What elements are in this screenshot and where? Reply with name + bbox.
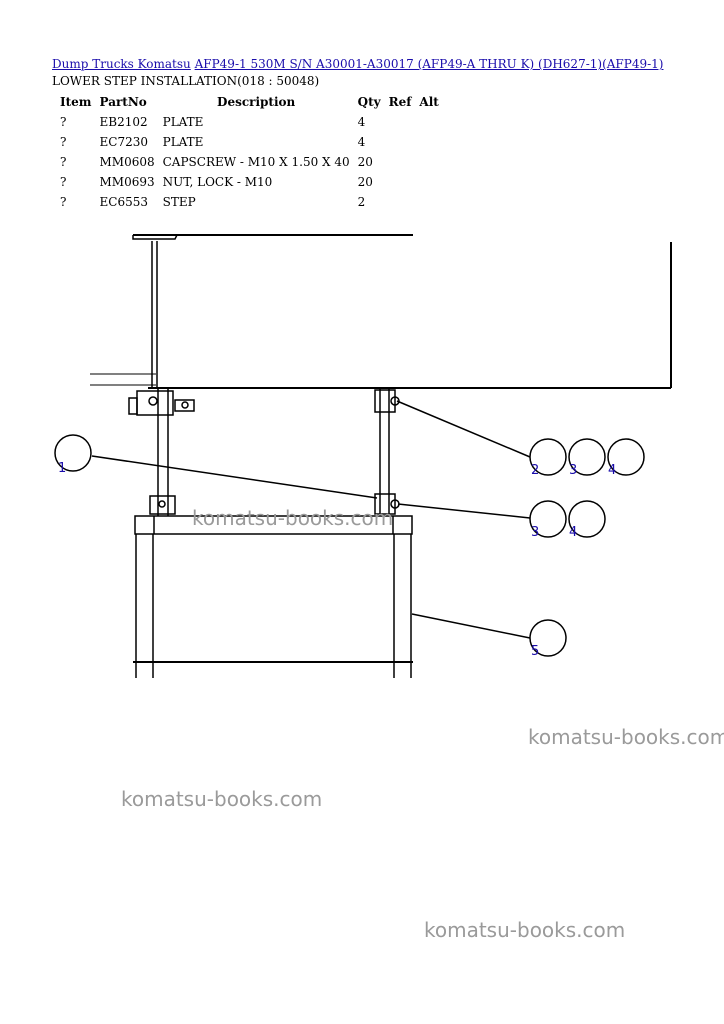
- header-ref: Ref: [388, 95, 412, 109]
- parts-table: Item PartNo Description Qty Ref Alt ? EB…: [56, 92, 443, 212]
- cell-description: NUT, LOCK - M10: [162, 175, 273, 189]
- callout-number: 3: [569, 463, 577, 478]
- cell-partno: MM0693: [99, 175, 155, 189]
- cell-qty: 20: [357, 155, 373, 169]
- table-row: ? EB2102 PLATE 4: [56, 112, 443, 132]
- cell-qty: 2: [357, 195, 366, 209]
- cell-description: CAPSCREW - M10 X 1.50 X 40: [162, 155, 350, 169]
- table-header-row: Item PartNo Description Qty Ref Alt: [56, 92, 443, 112]
- table-row: ? MM0608 CAPSCREW - M10 X 1.50 X 40 20: [56, 152, 443, 172]
- truck-frame: [90, 234, 672, 389]
- callout-number: 4: [608, 463, 616, 478]
- cell-partno: EC7230: [99, 135, 148, 149]
- callout-number: 3: [531, 525, 539, 540]
- cell-qty: 4: [357, 115, 366, 129]
- cell-alt: [415, 132, 442, 152]
- watermark: komatsu-books.com: [528, 725, 724, 749]
- cell-qty: 20: [357, 175, 373, 189]
- watermark: komatsu-books.com: [192, 506, 394, 530]
- cell-partno: EC6553: [99, 195, 148, 209]
- table-row: ? EC6553 STEP 2: [56, 192, 443, 212]
- callout-bubble[interactable]: 3: [568, 438, 606, 478]
- watermark: komatsu-books.com: [424, 918, 626, 942]
- cell-description: STEP: [162, 195, 196, 209]
- cell-qty: 4: [357, 135, 366, 149]
- callout-bubble[interactable]: 5: [529, 619, 567, 659]
- watermark: komatsu-books.com: [121, 787, 323, 811]
- cell-alt: [415, 112, 442, 132]
- cell-description: PLATE: [162, 115, 204, 129]
- cell-description: PLATE: [162, 135, 204, 149]
- callouts: 1 2 3 4 3 4 5: [54, 434, 645, 659]
- header-partno: PartNo: [99, 95, 147, 109]
- cell-ref: [385, 192, 416, 212]
- callout-bubble[interactable]: 4: [568, 500, 606, 540]
- cell-item: ?: [60, 195, 67, 209]
- header-qty: Qty: [357, 95, 381, 109]
- breadcrumb-link-dump-trucks[interactable]: Dump Trucks Komatsu: [52, 57, 191, 71]
- cell-partno: MM0608: [99, 155, 155, 169]
- cell-partno: EB2102: [99, 115, 148, 129]
- header-alt: Alt: [419, 95, 439, 109]
- breadcrumb: Dump Trucks Komatsu AFP49-1 530M S/N A30…: [52, 57, 663, 71]
- callout-bubble[interactable]: 1: [54, 434, 92, 476]
- callout-bubble[interactable]: 3: [529, 500, 567, 540]
- cell-ref: [385, 152, 416, 172]
- breadcrumb-link-model[interactable]: AFP49-1 530M S/N A30001-A30017 (AFP49-A …: [194, 57, 664, 71]
- callout-number: 5: [531, 644, 539, 659]
- table-row: ? MM0693 NUT, LOCK - M10 20: [56, 172, 443, 192]
- cell-alt: [415, 192, 442, 212]
- callout-number: 4: [569, 525, 577, 540]
- cell-ref: [385, 112, 416, 132]
- cell-ref: [385, 132, 416, 152]
- callout-number: 1: [58, 461, 66, 476]
- cell-alt: [415, 152, 442, 172]
- parts-diagram: 1 2 3 4 3 4 5: [54, 234, 672, 678]
- cell-item: ?: [60, 155, 67, 169]
- cell-alt: [415, 172, 442, 192]
- callout-bubble[interactable]: 2: [529, 438, 567, 478]
- right-hanger: [374, 388, 400, 516]
- leader-lines: [91, 400, 531, 639]
- cell-item: ?: [60, 175, 67, 189]
- header-description: Description: [217, 95, 296, 109]
- cell-item: ?: [60, 115, 67, 129]
- cell-item: ?: [60, 135, 67, 149]
- callout-bubble[interactable]: 4: [607, 438, 645, 478]
- callout-number: 2: [531, 463, 539, 478]
- table-row: ? EC7230 PLATE 4: [56, 132, 443, 152]
- page-title: LOWER STEP INSTALLATION(018 : 50048): [52, 74, 320, 88]
- header-item: Item: [60, 95, 92, 109]
- cell-ref: [385, 172, 416, 192]
- lower-step: [133, 515, 413, 678]
- left-hanger: [128, 241, 195, 516]
